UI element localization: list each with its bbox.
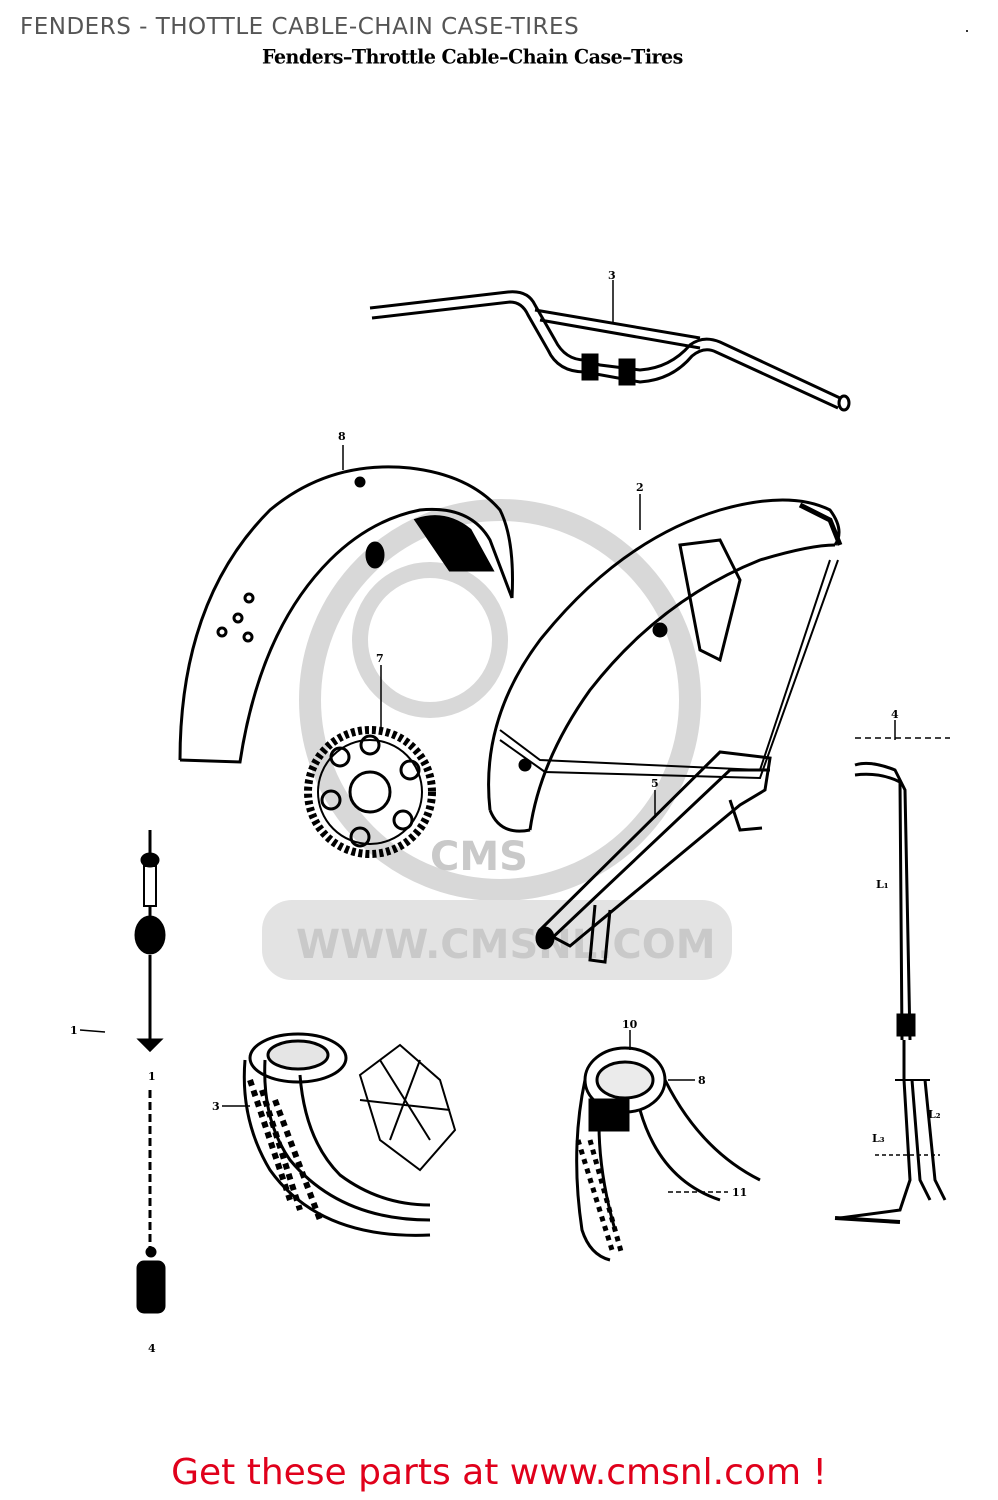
watermark-brand: CMS (430, 834, 528, 880)
callout-rear-fender: 2 (636, 481, 644, 494)
leader-line (79, 1029, 106, 1033)
callout-speedo-cable: 1 (70, 1024, 78, 1037)
cable-length-l1: L₁ (876, 878, 889, 891)
callout-rear-tire-top: 10 (622, 1018, 638, 1031)
front-fender[interactable] (178, 465, 514, 764)
callout-handlebar: 3 (608, 269, 616, 282)
dot-mark (966, 30, 968, 32)
watermark-url: WWW.CMSNL.COM (296, 922, 716, 968)
chain-case[interactable] (535, 750, 772, 964)
callout-front-fender: 8 (338, 430, 346, 443)
handlebar[interactable] (369, 290, 851, 412)
callout-rear-tire-side: 8 (698, 1074, 706, 1087)
watermark-banner (262, 900, 732, 980)
page-title: FENDERS - THOTTLE CABLE-CHAIN CASE-TIRES (20, 14, 580, 40)
watermark: CMS WWW.CMSNL.COM (262, 499, 732, 980)
front-tire[interactable] (242, 1032, 457, 1237)
cable-length-l2: L₂ (928, 1108, 941, 1121)
callout-front-tire: 3 (212, 1100, 220, 1113)
speedometer-cable[interactable] (134, 830, 166, 1314)
rear-sprocket[interactable] (304, 726, 436, 858)
callout-sprocket: 7 (376, 652, 384, 665)
cable-length-l3: L₃ (872, 1132, 885, 1145)
callout-throttle-cable: 4 (891, 708, 899, 721)
rear-fender[interactable] (487, 498, 843, 833)
throttle-cable[interactable] (834, 737, 950, 1224)
scan-title: Fenders–Throttle Cable–Chain Case–Tires (262, 45, 683, 69)
callout-chain-case: 5 (651, 777, 659, 790)
callout-speedo-cable-sub: 1 (148, 1070, 156, 1083)
footer-shop-link[interactable]: Get these parts at www.cmsnl.com ! (171, 1452, 827, 1493)
callout-rear-tire-bottom: 11 (732, 1186, 747, 1199)
rear-tire[interactable] (575, 1046, 761, 1262)
callout-speedo-end: 4 (148, 1342, 156, 1355)
